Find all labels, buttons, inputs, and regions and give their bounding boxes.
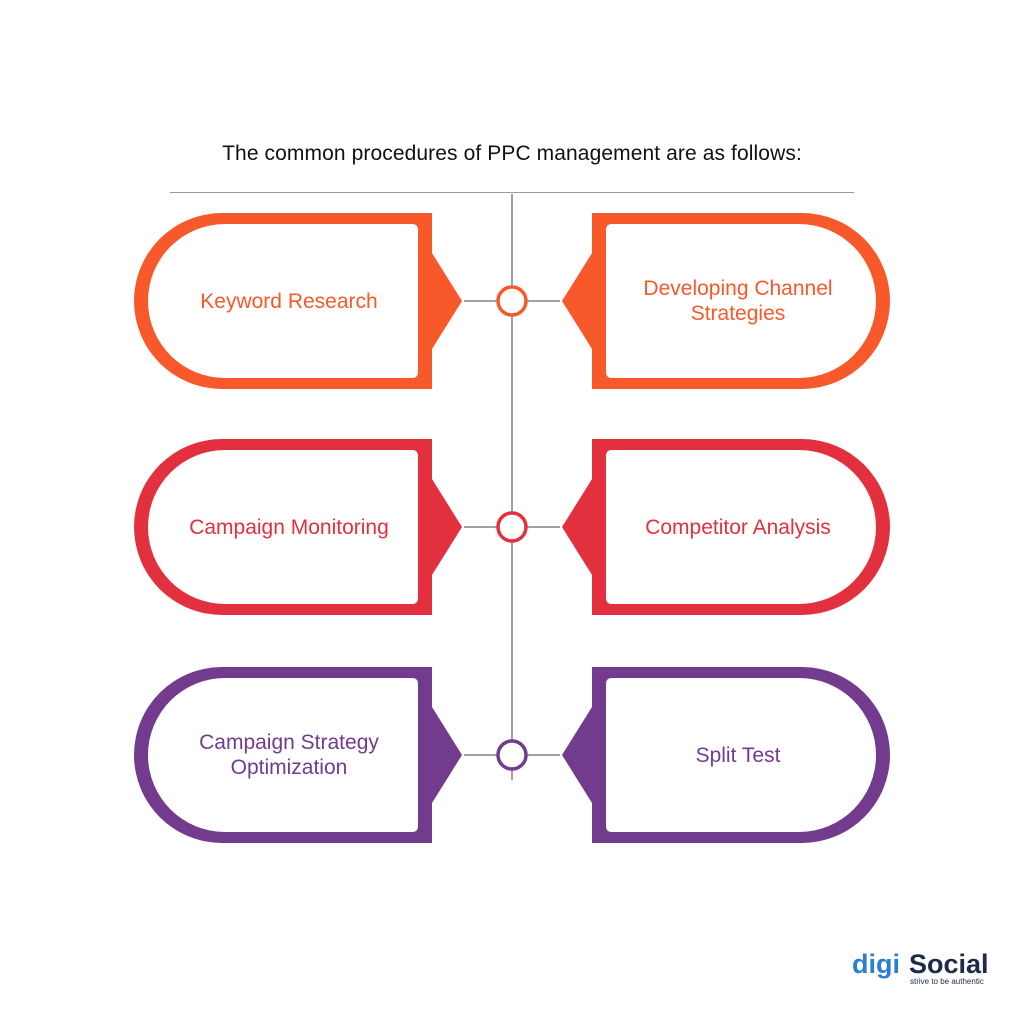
card-1-right-inner (606, 224, 876, 378)
card-3-right-label: Split Test (606, 715, 870, 795)
card-3-right-label-line: Split Test (695, 743, 781, 767)
logo-social-text: Social (909, 949, 989, 979)
node-2-circle (496, 511, 528, 543)
logo-digi-text: digi (852, 949, 900, 979)
card-3-left-inner (148, 678, 418, 832)
card-1-right-label-line: Strategies (690, 302, 786, 325)
card-2-right-label: Competitor Analysis (606, 487, 870, 567)
card-2-right-inner (606, 450, 876, 604)
logo-tagline: strive to be authentic (910, 977, 984, 986)
card-1-left-label: Keyword Research (158, 261, 420, 341)
card-1-left-label-line: Keyword Research (200, 289, 378, 313)
card-3-left-label-line: Optimization (230, 756, 348, 779)
card-2-left-label-line: Campaign Monitoring (189, 515, 389, 539)
card-3-left-label-line: Campaign Strategy (199, 731, 379, 754)
heading-divider (170, 192, 854, 193)
card-2-right-label-line: Competitor Analysis (645, 515, 831, 539)
node-3-circle (496, 739, 528, 771)
card-3-right-inner (606, 678, 876, 832)
node-1-circle (496, 285, 528, 317)
card-1-left-inner (148, 224, 418, 378)
diagram-heading: The common procedures of PPC management … (222, 142, 802, 165)
brand-logo: digi Social strive to be authentic (852, 948, 1002, 988)
card-2-left-label: Campaign Monitoring (158, 487, 420, 567)
card-2-left-inner (148, 450, 418, 604)
card-1-right-label-line: Developing Channel (643, 277, 833, 300)
